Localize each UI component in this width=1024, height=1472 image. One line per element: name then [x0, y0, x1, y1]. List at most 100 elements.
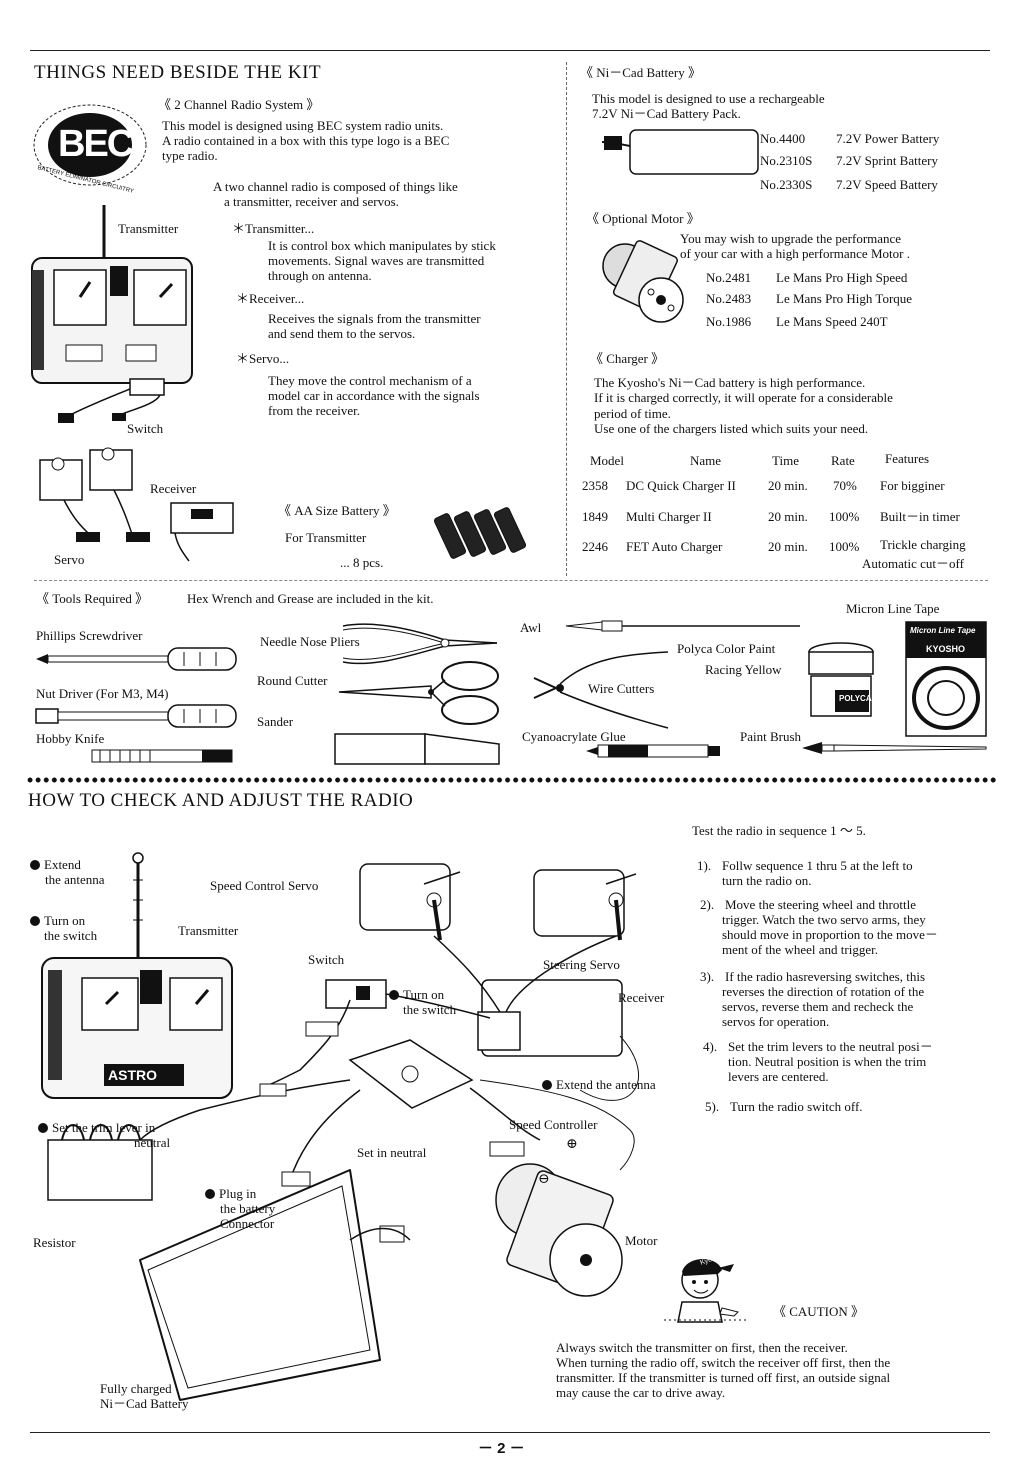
charger-row2-name: Multi Charger II: [626, 509, 712, 524]
label-plus-terminal: ⊕: [566, 1137, 578, 1152]
motor-heading: 《 Optional Motor 》: [586, 211, 700, 226]
label-speed-controller: Speed Controller: [509, 1117, 598, 1132]
step-1-line-2: turn the radio on.: [722, 873, 812, 888]
polyca-label: POLYCA: [839, 694, 872, 703]
label-battery-a: Fully charged: [100, 1381, 172, 1396]
label-turn-switch-1b: the switch: [44, 928, 98, 943]
label-resistor: Resistor: [33, 1235, 76, 1250]
hobby-knife-icon: [90, 746, 240, 766]
step-4-line-1: Set the trim levers to the neutral posi－: [728, 1039, 933, 1054]
transmitter-desc-1: It is control box which manipulates by s…: [268, 238, 496, 253]
charger-row3-features: Trickle charging: [880, 537, 966, 552]
phillips-screwdriver-icon: [34, 644, 244, 674]
charger-row2-rate: 100%: [829, 509, 860, 524]
polyca-paint-jar-icon: POLYCA: [805, 640, 877, 720]
radio-text-2: A radio contained in a box with this typ…: [162, 133, 450, 148]
label-speed-control-servo: Speed Control Servo: [210, 878, 319, 893]
motor-name-1: Le Mans Pro High Speed: [776, 270, 908, 285]
nut-driver-icon: [34, 701, 244, 731]
receiver-illustration: [165, 495, 240, 565]
nicad-pack-illustration: [590, 124, 760, 180]
nicad-name-2: 7.2V Sprint Battery: [836, 153, 938, 168]
charger-heading: 《 Charger 》: [590, 351, 665, 366]
label-motor: Motor: [625, 1233, 658, 1248]
step-3-line-4: servos for operation.: [722, 1014, 830, 1029]
needle-nose-pliers-icon: [335, 616, 500, 671]
servo-illustration: [34, 440, 154, 550]
nicad-heading: 《 Ni－Cad Battery 》: [580, 65, 701, 80]
label-minus-terminal: ⊖: [538, 1172, 550, 1187]
tape-label-top: Micron Line Tape: [910, 626, 976, 635]
nicad-name-1: 7.2V Power Battery: [836, 131, 940, 146]
step-4-line-3: levers are centered.: [728, 1069, 829, 1084]
charger-row3-name: FET Auto Charger: [626, 539, 723, 554]
label-battery-b: Ni－Cad Battery: [100, 1396, 189, 1411]
charger-text-2: If it is charged correctly, it will oper…: [594, 390, 893, 405]
charger-row2-time: 20 min.: [768, 509, 808, 524]
transmitter-desc-2: movements. Signal waves are transmitted: [268, 253, 485, 268]
motor-no-1: No.2481: [706, 270, 752, 285]
charger-col-time: Time: [772, 453, 799, 468]
tools-note: Hex Wrench and Grease are included in th…: [187, 591, 434, 606]
motor-name-2: Le Mans Pro High Torque: [776, 291, 913, 306]
nicad-text-2: 7.2V Ni－Cad Battery Pack.: [592, 106, 741, 121]
step-2-line-1: Move the steering wheel and throttle: [725, 897, 916, 912]
label-turn-switch-1: Turn on: [30, 913, 85, 928]
step-4-number: 4).: [703, 1039, 718, 1054]
aa-heading: 《 AA Size Battery 》: [278, 503, 396, 518]
charger-row1-features: For bigginer: [880, 478, 945, 493]
tool-paint-label: Polyca Color Paint: [677, 641, 776, 656]
charger-col-rate: Rate: [831, 453, 855, 468]
switch-illustration: [50, 375, 180, 435]
charger-row2-features: Built－in timer: [880, 509, 960, 524]
tool-awl-label: Awl: [520, 620, 542, 635]
label-plug-battery-c: Connector: [220, 1216, 275, 1231]
label-trim-neutral: Set the trim lever in: [38, 1120, 155, 1135]
transmitter-illustration: [26, 200, 196, 400]
step-1-number: 1).: [697, 858, 712, 873]
label-extend-antenna-2: Extend the antenna: [542, 1077, 656, 1092]
page-number: － 2 －: [478, 1440, 525, 1457]
charger-row3-time: 20 min.: [768, 539, 808, 554]
nicad-name-3: 7.2V Speed Battery: [836, 177, 938, 192]
step-2-number: 2).: [700, 897, 715, 912]
radio-heading: 《 2 Channel Radio System 》: [158, 97, 320, 112]
aa-qty: ... 8 pcs.: [340, 555, 384, 570]
section-title-things-needed: THINGS NEED BESIDE THE KIT: [34, 62, 322, 83]
round-cutter-icon: [335, 658, 505, 728]
step-3-line-2: reverses the direction of rotation of th…: [722, 984, 925, 999]
label-turn-switch-2b: the switch: [403, 1002, 457, 1017]
astro-label: ASTRO: [108, 1067, 157, 1083]
motor-no-2: No.2483: [706, 291, 752, 306]
charger-text-1: The Kyosho's Ni－Cad battery is high perf…: [594, 375, 866, 390]
step-1-line-1: Follw sequence 1 thru 5 at the left to: [722, 858, 913, 873]
radio-text-4: A two channel radio is composed of thing…: [213, 179, 458, 194]
motor-text-1: You may wish to upgrade the performance: [680, 231, 902, 246]
label-extend-antenna-1b: the antenna: [45, 872, 105, 887]
label-steering-servo: Steering Servo: [543, 957, 620, 972]
caution-heading: 《 CAUTION 》: [773, 1304, 864, 1319]
motor-no-3: No.1986: [706, 314, 752, 329]
label-plug-battery-b: the battery: [220, 1201, 276, 1216]
tools-heading: 《 Tools Required 》: [36, 591, 149, 606]
charger-row3-rate: 100%: [829, 539, 860, 554]
step-3-line-3: servos, reverse them and recheck the: [722, 999, 914, 1014]
charger-col-name: Name: [690, 453, 722, 468]
glue-tube-icon: [584, 743, 724, 759]
charger-row1-rate: 70%: [833, 478, 857, 493]
micron-line-tape-icon: Micron Line Tape KYOSHO: [904, 620, 988, 738]
tool-sander-label: Sander: [257, 714, 294, 729]
charger-row3-extra: Automatic cut－off: [862, 556, 964, 571]
bec-logo-text: BEC: [58, 123, 134, 165]
radio-text-5: a transmitter, receiver and servos.: [224, 194, 399, 209]
receiver-heading: ＊Receiver...: [236, 291, 305, 306]
label-turn-switch-2: Turn on: [389, 987, 444, 1002]
step-5-line-1: Turn the radio switch off.: [730, 1099, 863, 1114]
step-2-line-3: should move in proportion to the move－: [722, 927, 938, 942]
motor-text-2: of your car with a high performance Moto…: [680, 246, 910, 261]
tool-phillips-label: Phillips Screwdriver: [36, 628, 143, 643]
radio-text-3: type radio.: [162, 148, 218, 163]
label-servo: Servo: [54, 552, 85, 567]
label-switch-2: Switch: [308, 952, 345, 967]
step-3-number: 3).: [700, 969, 715, 984]
